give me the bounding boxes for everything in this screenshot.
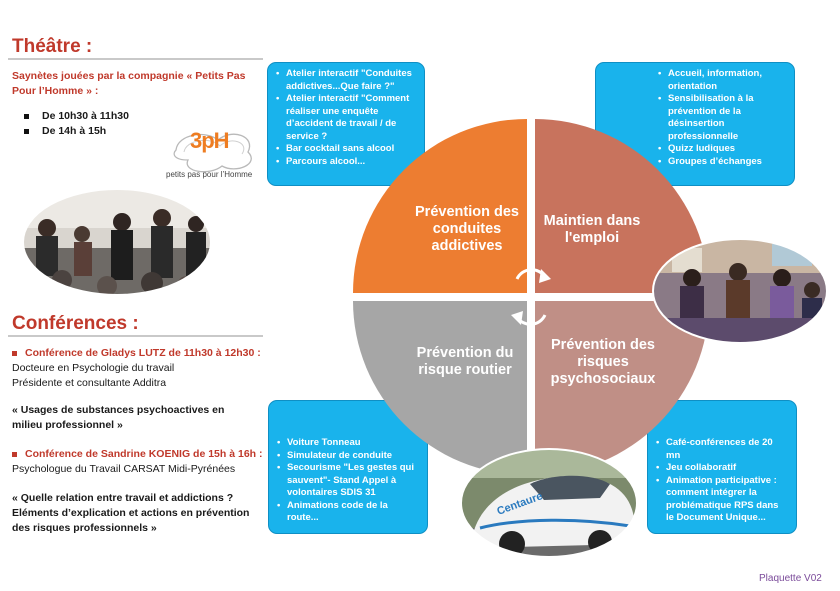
conf1-line1: Docteure en Psychologie du travail xyxy=(12,362,175,374)
conf1-topic: « Usages de substances psychoactives en … xyxy=(12,404,225,431)
box-item: Jeu collaboratif xyxy=(656,462,788,475)
time-item: De 10h30 à 11h30 xyxy=(20,109,129,124)
label-routier: Prévention du risque routier xyxy=(416,345,514,378)
quadrant-circle xyxy=(351,117,711,477)
logo-text: petits pas pour l’Homme xyxy=(166,170,253,179)
quadrant-routier xyxy=(353,301,527,475)
conf2-line1: Psychologue du Travail CARSAT Midi-Pyrén… xyxy=(12,463,236,475)
box-rps: Café-conférences de 20 mn Jeu collaborat… xyxy=(647,400,797,534)
box-item: Sensibilisation à la prévention de la dé… xyxy=(658,93,786,143)
company-logo: 3pH petits pas pour l’Homme xyxy=(166,120,262,185)
theatre-divider xyxy=(8,58,263,60)
box-item: Accueil, information, orientation xyxy=(658,68,786,93)
footer-version: Plaquette V02 xyxy=(759,573,822,584)
box-item: Groupes d’échanges xyxy=(658,156,786,169)
label-addictions: Prévention des conduites addictives xyxy=(415,204,519,254)
theatre-photo xyxy=(22,188,212,296)
box-item: Bar cocktail sans alcool xyxy=(276,143,416,156)
time-item: De 14h à 15h xyxy=(20,124,129,139)
box-routier: Voiture Tonneau Simulateur de conduite S… xyxy=(268,400,428,534)
conf1-title: Conférence de Gladys LUTZ de 11h30 à 12h… xyxy=(25,347,261,359)
conferences-divider xyxy=(8,335,263,337)
car-photo: Centaure xyxy=(460,448,638,558)
box-item: Animations code de la route... xyxy=(277,500,419,525)
label-maintien: Maintien dans l'emploi xyxy=(543,213,641,246)
logo-mark: 3pH xyxy=(190,128,230,153)
label-rps: Prévention des risques psychosociaux xyxy=(550,337,656,387)
quadrant-rps xyxy=(535,301,709,475)
theatre-times: De 10h30 à 11h30 De 14h à 15h xyxy=(20,109,129,139)
box-item: Voiture Tonneau xyxy=(277,437,419,450)
box-item: Quizz ludiques xyxy=(658,143,786,156)
bullet-icon xyxy=(12,350,17,356)
conf1-line2: Présidente et consultante Additra xyxy=(12,377,167,389)
conference-1: Conférence de Gladys LUTZ de 11h30 à 12h… xyxy=(12,346,267,391)
box-item: Atelier interactif "Conduites addictives… xyxy=(276,68,416,93)
box-addictions: Atelier interactif "Conduites addictives… xyxy=(267,62,425,186)
conf2-title: Conférence de Sandrine KOENIG de 15h à 1… xyxy=(25,448,263,460)
theatre-intro: Saynètes jouées par la compagnie « Petit… xyxy=(12,70,246,97)
quadrant-addictions xyxy=(353,119,527,293)
conferences-title: Conférences : xyxy=(12,313,139,334)
box-item: Atelier interactif "Comment réaliser une… xyxy=(276,93,416,143)
box-item: Café-conférences de 20 mn xyxy=(656,437,788,462)
conference-2: Conférence de Sandrine KOENIG de 15h à 1… xyxy=(12,447,267,477)
logo-swirl-icon xyxy=(173,133,252,173)
conf2-topic: « Quelle relation entre travail et addic… xyxy=(12,492,250,534)
box-item: Parcours alcool... xyxy=(276,156,416,169)
quadrant-maintien xyxy=(535,119,709,293)
meeting-photo xyxy=(652,238,828,344)
theatre-title: Théâtre : xyxy=(12,36,93,57)
box-item: Animation participative : comment intégr… xyxy=(656,475,788,525)
box-item: Simulateur de conduite xyxy=(277,450,419,463)
box-item: Secourisme "Les gestes qui sauvent"- Sta… xyxy=(277,462,419,500)
bullet-icon xyxy=(12,451,17,457)
